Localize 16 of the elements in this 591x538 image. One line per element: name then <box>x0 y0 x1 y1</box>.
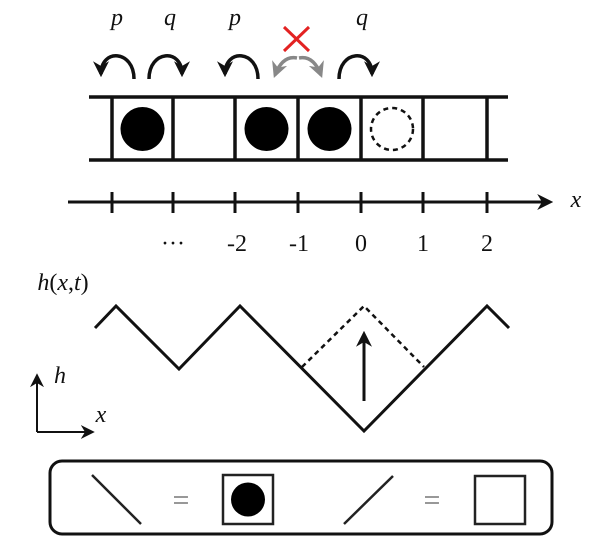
function-label: h(x,t) <box>37 271 89 295</box>
rate-label: q <box>164 6 176 30</box>
axis-label: x <box>96 403 106 427</box>
tick-label: 2 <box>481 232 493 256</box>
axis-label: h <box>54 364 66 388</box>
rate-label: p <box>111 6 123 30</box>
tick-label: -1 <box>289 232 309 256</box>
equals-sign: = <box>172 486 190 516</box>
tick-label: ··· <box>161 232 185 256</box>
tick-label: -2 <box>227 232 247 256</box>
equals-sign: = <box>424 486 440 516</box>
rate-label: q <box>356 6 368 30</box>
tick-label: 1 <box>417 232 429 256</box>
axis-label: x <box>570 188 582 212</box>
rate-label: p <box>229 6 241 30</box>
tick-label: 0 <box>355 232 367 256</box>
